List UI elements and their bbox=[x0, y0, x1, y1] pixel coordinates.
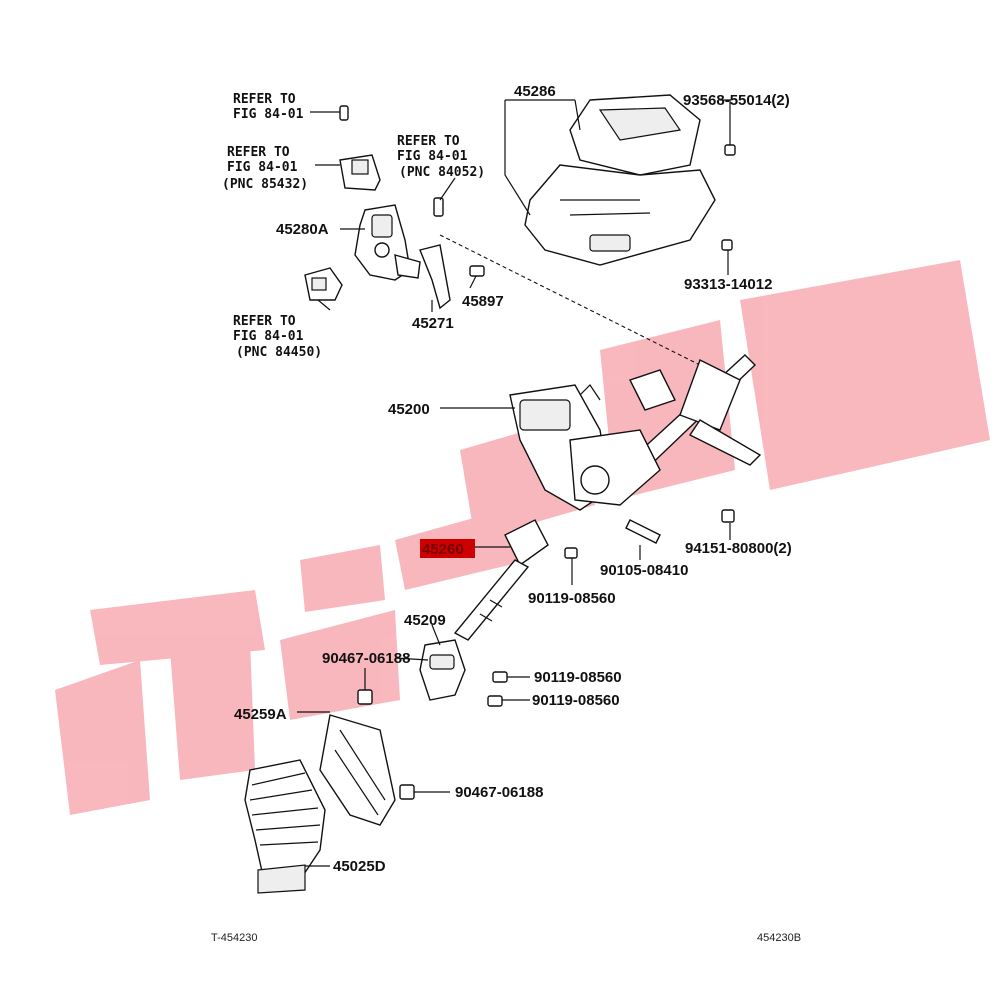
bolt-90105 bbox=[625, 519, 661, 544]
sliding-yoke-45209 bbox=[419, 639, 466, 701]
screw-45897 bbox=[469, 265, 485, 277]
switch-part-84450 bbox=[304, 267, 343, 301]
highlighted-part-45260[interactable]: 45260 bbox=[420, 539, 475, 558]
pin-part-84052 bbox=[433, 197, 444, 217]
watermark-shape-1 bbox=[55, 660, 150, 815]
label-90119-08560-lower: 90119-08560 bbox=[532, 692, 620, 709]
refer-label-4-line-1: REFER TO bbox=[233, 314, 296, 329]
watermark-shape-5 bbox=[300, 545, 385, 612]
refer-label-3-line-1: REFER TO bbox=[397, 134, 460, 149]
label-90467-06188-upper: 90467-06188 bbox=[322, 650, 410, 667]
watermark-shape-3 bbox=[170, 640, 255, 780]
refer-label-2: REFER TO FIG 84-01 (PNC 85432) bbox=[222, 145, 308, 192]
screw-93313 bbox=[721, 239, 733, 251]
footer-figure-code-right: 454230B bbox=[757, 932, 801, 944]
label-45271: 45271 bbox=[412, 315, 454, 332]
refer-label-4: REFER TO FIG 84-01 (PNC 84450) bbox=[233, 314, 322, 360]
clip-90467-upper bbox=[357, 689, 373, 705]
refer-label-3: REFER TO FIG 84-01 (PNC 84052) bbox=[397, 134, 485, 180]
watermark-shape-9 bbox=[740, 260, 990, 490]
refer-label-2-line-1: REFER TO bbox=[227, 145, 290, 160]
boot-45025D bbox=[244, 759, 326, 894]
leader-lines bbox=[297, 99, 731, 867]
refer-label-4-line-3: (PNC 84450) bbox=[236, 345, 322, 360]
highlight-box bbox=[420, 539, 475, 558]
bolt-part-top bbox=[339, 105, 349, 121]
label-93568-55014: 93568-55014(2) bbox=[683, 92, 790, 109]
bolt-90119-mid bbox=[492, 671, 508, 683]
refer-label-4-line-2: FIG 84-01 bbox=[233, 329, 304, 344]
switch-part-85432 bbox=[339, 154, 381, 191]
nut-94151 bbox=[721, 509, 735, 523]
label-45897: 45897 bbox=[462, 293, 504, 310]
column-cover-45286 bbox=[524, 94, 716, 266]
refer-label-1-line-1: REFER TO bbox=[233, 92, 296, 107]
refer-label-1-line-2: FIG 84-01 bbox=[233, 107, 304, 122]
refer-label-1: REFER TO FIG 84-01 bbox=[233, 92, 304, 122]
refer-label-3-line-2: FIG 84-01 bbox=[397, 149, 468, 164]
label-45286: 45286 bbox=[514, 83, 556, 100]
label-90467-06188-lower: 90467-06188 bbox=[455, 784, 543, 801]
clip-90467-lower bbox=[399, 784, 415, 800]
label-45200: 45200 bbox=[388, 401, 430, 418]
label-45209: 45209 bbox=[404, 612, 446, 629]
label-90119-08560-mid: 90119-08560 bbox=[534, 669, 622, 686]
hole-cover-45259A bbox=[319, 714, 396, 826]
label-94151-80800: 94151-80800(2) bbox=[685, 540, 792, 557]
bolt-90119-lower bbox=[487, 695, 503, 707]
label-93313-14012: 93313-14012 bbox=[684, 276, 772, 293]
label-45260[interactable]: 45260 bbox=[422, 541, 464, 558]
label-45280A: 45280A bbox=[276, 221, 329, 238]
screw-93568 bbox=[724, 144, 736, 156]
refer-label-2-line-3: (PNC 85432) bbox=[222, 177, 308, 192]
bolt-90119-upper bbox=[564, 547, 578, 559]
bracket-45271 bbox=[419, 244, 451, 310]
switch-housing-45280A bbox=[354, 204, 421, 281]
refer-label-2-line-2: FIG 84-01 bbox=[227, 160, 298, 175]
label-90119-08560-upper: 90119-08560 bbox=[528, 590, 616, 607]
label-45259A: 45259A bbox=[234, 706, 287, 723]
label-45025D: 45025D bbox=[333, 858, 386, 875]
refer-label-3-line-3: (PNC 84052) bbox=[399, 165, 485, 180]
footer-figure-code-left: T-454230 bbox=[211, 932, 257, 944]
intermediate-shaft-45260 bbox=[453, 519, 549, 641]
steering-column-45200 bbox=[509, 354, 762, 511]
label-90105-08410: 90105-08410 bbox=[600, 562, 688, 579]
